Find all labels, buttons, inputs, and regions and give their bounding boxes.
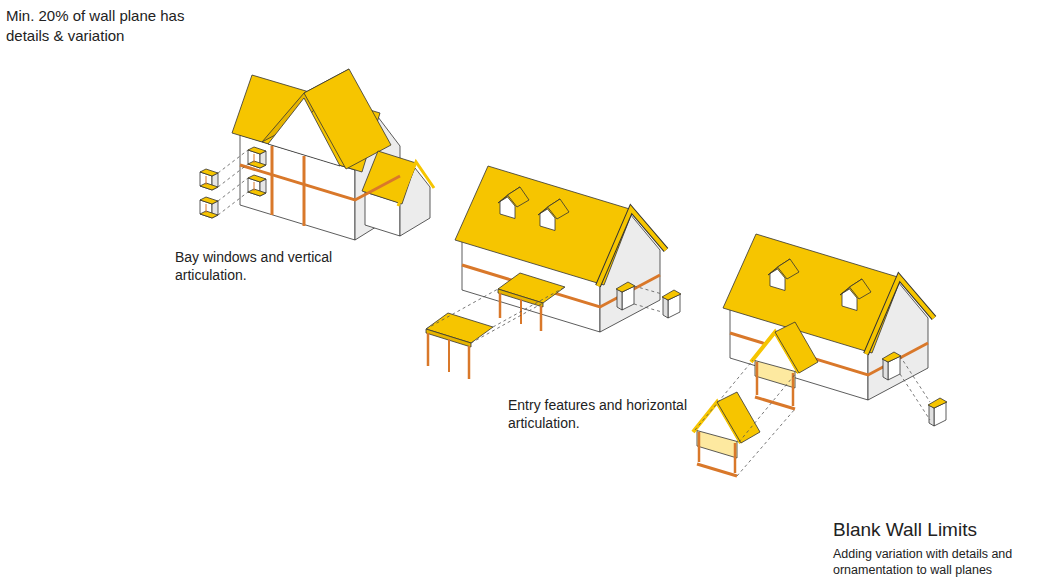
house-one (200, 69, 434, 240)
house-two (426, 166, 681, 379)
caption-text: Adding variation with details and orname… (833, 546, 1045, 579)
house-label: Bay windows and vertical articulation. (175, 248, 353, 284)
title-heading: Blank Wall Limits (833, 518, 1045, 543)
house-label: Entry features and horizontal articulati… (508, 396, 688, 432)
note-label: Min. 20% of wall plane has details & var… (6, 6, 186, 45)
house-three (693, 234, 947, 476)
